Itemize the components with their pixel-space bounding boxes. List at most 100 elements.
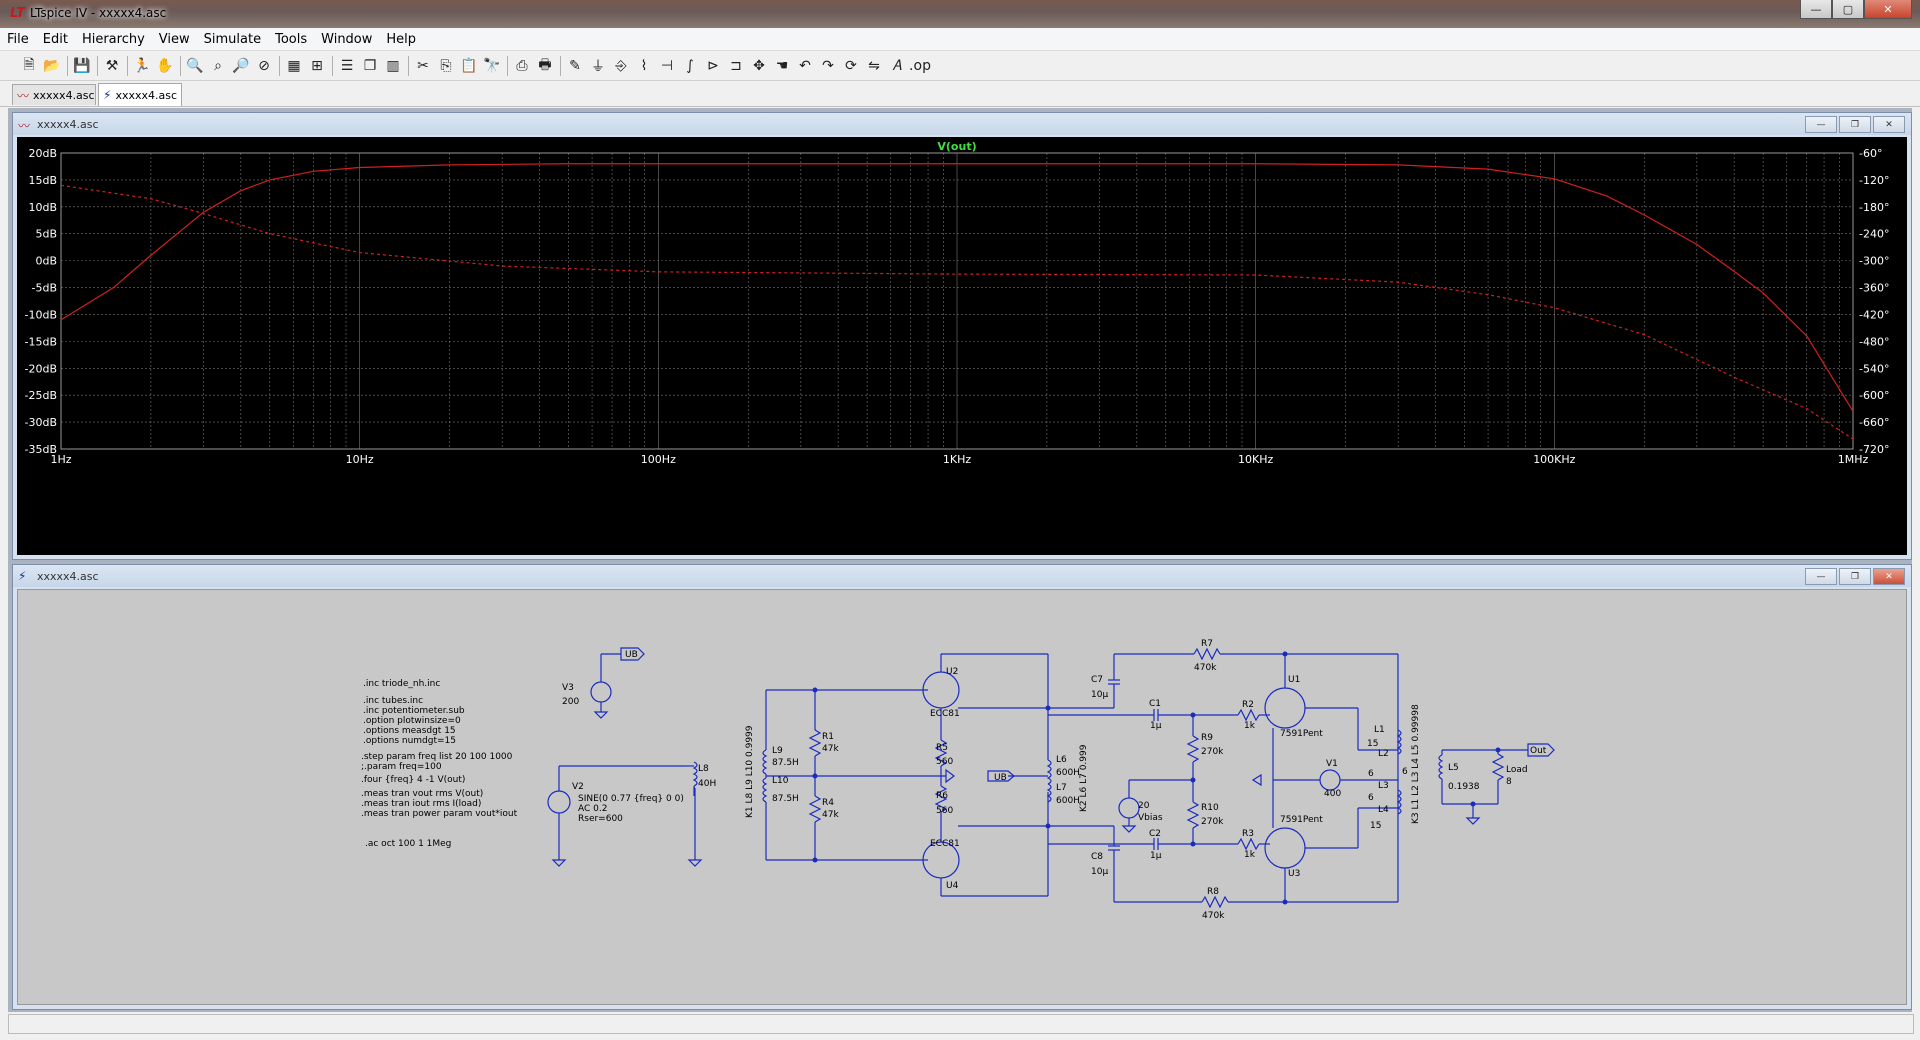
menu-simulate[interactable]: Simulate (203, 31, 262, 47)
tab-waveform[interactable]: 〰 xxxxx4.asc (12, 84, 96, 105)
menu-window[interactable]: Window (321, 31, 373, 47)
coupling-directive[interactable]: K1 L8 L9 L10 0.9999 (745, 725, 755, 818)
spice-directive[interactable]: ;.param freq=100 (361, 762, 442, 772)
x-tick-label: 1MHz (1838, 453, 1869, 466)
toolbar: 🗎 📂 💾 ⚒ 🏃 ✋ 🔍 ⌕ 🔎 ⊘ ▦ ⊞ ☰ ❐ ▥ ✂ ⎘ 📋 🔭 ⎙ … (0, 51, 1920, 81)
toolbar-separator (507, 55, 508, 76)
coupling-directive[interactable]: K2 L6 L7 0.999 (1079, 744, 1089, 812)
open-icon[interactable]: 📂 (43, 57, 61, 74)
print-icon[interactable]: 🖶 (538, 56, 552, 73)
drag-icon[interactable]: ☚ (775, 57, 789, 74)
diode-icon[interactable]: ⊳ (707, 57, 719, 74)
tile-vertical-icon[interactable]: ▥ (386, 57, 400, 74)
tile-horizontal-icon[interactable]: ☰ (340, 57, 354, 74)
menu-help[interactable]: Help (386, 31, 417, 47)
y-tick-label: -20dB (25, 362, 58, 375)
minimize-button[interactable]: — (1805, 116, 1837, 133)
component-label: L1 (1374, 725, 1385, 735)
inductor-icon[interactable]: ∫ (686, 57, 694, 74)
zoom-extents-icon[interactable]: ⌕ (214, 57, 222, 74)
spice-directive[interactable]: .options measdgt 15 (363, 726, 456, 736)
y2-tick-label: -420° (1859, 308, 1889, 321)
label-icon[interactable]: ⎆ (615, 57, 627, 74)
menu-tools[interactable]: Tools (275, 31, 308, 47)
cut-icon[interactable]: ✂ (417, 57, 429, 74)
redo-icon[interactable]: ↷ (822, 57, 834, 74)
menu-view[interactable]: View (158, 31, 190, 47)
component-label: L4 (1378, 805, 1389, 815)
component-value: 1k (1244, 850, 1256, 860)
spice-directive[interactable]: .meas tran iout rms I(load) (361, 799, 481, 809)
cascade-icon[interactable]: ❐ (363, 57, 377, 74)
waveform-window-titlebar[interactable]: 〰 xxxxx4.asc — ❐ ✕ (13, 113, 1911, 135)
spice-directive[interactable]: .ac oct 100 1 1Meg (365, 839, 451, 849)
trace-name: V(out) (937, 140, 976, 153)
zoom-cancel-icon[interactable]: ⊘ (258, 57, 270, 74)
new-schematic-icon[interactable]: 🗎 (23, 56, 35, 73)
component-label: R4 (822, 798, 834, 808)
spice-directive[interactable]: .option plotwinsize=0 (363, 716, 461, 726)
pan-icon[interactable]: ✋ (156, 57, 174, 74)
tab-label: xxxxx4.asc (115, 88, 178, 102)
menu-hierarchy[interactable]: Hierarchy (81, 31, 145, 47)
autorange-icon[interactable]: ▦ (287, 57, 301, 74)
spice-directive[interactable]: .inc tubes.inc (363, 696, 423, 706)
minimize-button[interactable]: — (1800, 0, 1832, 19)
component-value: 0.1938 (1448, 782, 1480, 792)
maximize-button[interactable]: ▢ (1832, 0, 1864, 19)
schematic-canvas[interactable]: .inc triode_nh.inc .inc tubes.inc .inc p… (17, 589, 1907, 1005)
component-value: 560 (936, 806, 953, 816)
component-icon[interactable]: ⊐ (730, 57, 742, 74)
wire-icon[interactable]: ✎ (569, 57, 581, 74)
waveform-icon: 〰 (18, 119, 31, 133)
component-label: Vbias (1138, 813, 1163, 823)
spice-directive[interactable]: .step param freq list 20 100 1000 (361, 752, 513, 762)
undo-icon[interactable]: ↶ (799, 57, 811, 74)
copy-icon[interactable]: ⎘ (440, 57, 452, 74)
phase-trace (60, 184, 1854, 440)
schematic-drawing[interactable]: .inc triode_nh.inc .inc tubes.inc .inc p… (18, 590, 1904, 1004)
resistor-icon[interactable]: ⌇ (640, 57, 648, 74)
spice-directive-icon[interactable]: .op (909, 57, 931, 74)
tab-schematic[interactable]: ⚡ xxxxx4.asc (98, 83, 182, 106)
spice-directive[interactable]: .options numdgt=15 (363, 736, 456, 746)
close-button[interactable]: ✕ (1873, 568, 1905, 585)
title-bar[interactable]: LT LTspice IV - xxxxx4.asc — ▢ ✕ (0, 0, 1920, 28)
spice-directive[interactable]: .meas tran vout rms V(out) (361, 789, 483, 799)
mirror-icon[interactable]: ⇋ (868, 57, 880, 74)
menu-edit[interactable]: Edit (42, 31, 68, 47)
schematic-window-titlebar[interactable]: ⚡ xxxxx4.asc — ❐ ✕ (13, 565, 1911, 587)
component-value: 8 (1506, 777, 1512, 787)
spice-directive[interactable]: .meas tran power param vout*iout (361, 809, 518, 819)
minimize-button[interactable]: — (1805, 568, 1837, 585)
spice-directive[interactable]: .inc potentiometer.sub (363, 706, 465, 716)
bode-plot[interactable]: 20dB-60°15dB-120°10dB-180°5dB-240°0dB-30… (17, 137, 1905, 555)
coupling-directive[interactable]: K3 L1 L2 L3 L4 L5 0.99998 (1411, 704, 1421, 824)
save-icon[interactable]: 💾 (73, 57, 91, 74)
ground-icon[interactable]: ⏚ (591, 58, 605, 75)
run-icon[interactable]: 🏃 (133, 57, 151, 74)
close-button[interactable]: ✕ (1873, 116, 1905, 133)
toolbar-separator (67, 55, 68, 76)
plot-pane[interactable]: 20dB-60°15dB-120°10dB-180°5dB-240°0dB-30… (17, 137, 1907, 555)
find-icon[interactable]: 🔭 (483, 57, 501, 74)
print-setup-icon[interactable]: ⎙ (516, 57, 528, 74)
close-button[interactable]: ✕ (1864, 0, 1912, 19)
spice-directive[interactable]: .inc triode_nh.inc (363, 679, 440, 689)
restore-button[interactable]: ❐ (1839, 568, 1871, 585)
rotate-icon[interactable]: ⟳ (845, 57, 857, 74)
zoom-out-icon[interactable]: 🔎 (232, 57, 250, 74)
spice-directive[interactable]: .four {freq} 4 -1 V(out) (361, 775, 465, 785)
menu-file[interactable]: File (7, 31, 29, 47)
text-icon[interactable]: 𝐴 (892, 57, 902, 74)
move-icon[interactable]: ✥ (753, 57, 765, 74)
paste-icon[interactable]: 📋 (460, 57, 478, 74)
mark-unused-icon[interactable]: ⊞ (311, 57, 323, 74)
restore-button[interactable]: ❐ (1839, 116, 1871, 133)
capacitor-icon[interactable]: ⊣ (660, 57, 674, 74)
component-label: R5 (936, 743, 948, 753)
zoom-in-icon[interactable]: 🔍 (186, 57, 204, 74)
control-panel-icon[interactable]: ⚒ (105, 57, 119, 74)
waveform-icon: 〰 (17, 88, 30, 103)
component-label: L5 (1448, 763, 1459, 773)
